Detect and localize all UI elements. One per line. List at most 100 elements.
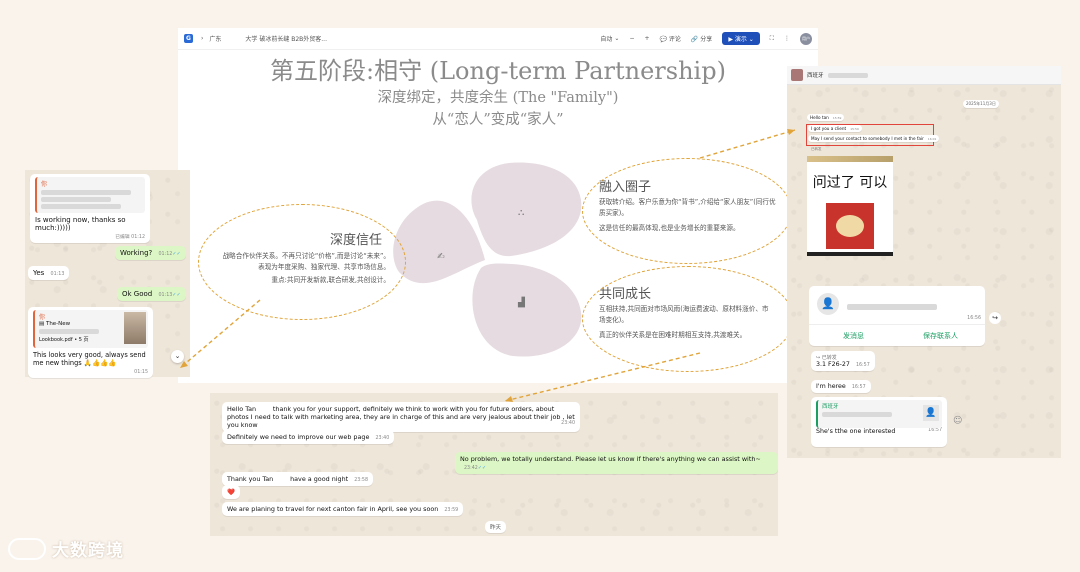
document-title[interactable]: 广东 大学 破冰前长缝 B2B外贸客... — [209, 36, 327, 43]
sidebar-toggle-icon[interactable]: › — [201, 35, 204, 42]
date-divider: 2025年11月3日 — [963, 100, 999, 108]
image-strip — [807, 156, 893, 162]
date-divider: 昨天 — [485, 521, 507, 533]
contact-name[interactable]: 西班牙 — [807, 73, 824, 79]
quoted-message: 你 — [35, 177, 145, 213]
share-button[interactable]: 🔗 分享 — [690, 36, 713, 43]
chat-screenshot-bottom: Hello Tan thank you for your support, de… — [210, 393, 778, 536]
message-time: 16:01 — [927, 137, 937, 141]
chat-screenshot-left: 你 Is working now, thanks so much:))))) 已… — [25, 170, 190, 378]
message-time: 23:58 — [354, 478, 369, 483]
message-time: 01:13 — [158, 293, 173, 298]
present-label: 演示 — [734, 36, 747, 43]
message-in: ↪ 已转发 3.1 F26-27 16:57 — [811, 351, 875, 371]
quoted-contact[interactable]: 西班牙 👤 — [816, 400, 942, 428]
message-in: May I send your contact to somebody I me… — [808, 135, 940, 142]
comment-button[interactable]: 💬 评论 — [659, 36, 681, 43]
zoom-in-button[interactable]: + — [644, 35, 650, 42]
fullscreen-icon[interactable]: ⛶ — [769, 34, 774, 42]
message-text: Thank you Tan have a good night — [227, 475, 349, 483]
read-receipt-icon: ✓✓ — [172, 251, 181, 257]
scroll-down-button[interactable]: ⌄ — [171, 350, 184, 363]
message-time: 01:15 — [134, 370, 148, 375]
chat-header: 西班牙 — [787, 66, 1061, 85]
message-out: No problem, we totally understand. Pleas… — [455, 452, 778, 474]
blurred-text — [41, 190, 131, 195]
heart-icon: ❤️ — [227, 488, 235, 496]
avatar[interactable]: 用户 — [800, 32, 812, 45]
blurred-text — [39, 329, 99, 334]
forwarded-label: ↪ 已转发 — [816, 355, 837, 361]
growth-chart-icon: ▟ — [518, 298, 525, 308]
contact-card-divider — [809, 324, 985, 325]
brand-name: 大数跨境 — [52, 541, 124, 561]
message-time: 01:13 — [50, 272, 65, 277]
message-in: We are planing to travel for next canton… — [222, 502, 464, 516]
blurred-text — [41, 204, 121, 209]
more-icon[interactable]: ⋮ — [784, 35, 790, 42]
message-in: Definitely we need to improve our web pa… — [222, 430, 395, 444]
arrow-head — [505, 396, 513, 402]
forward-icon[interactable]: ↪ — [989, 312, 1001, 324]
message-text: May I send your contact to somebody I me… — [811, 136, 924, 141]
message-time: 16:57 — [928, 428, 942, 433]
blurred-text — [847, 304, 937, 310]
present-button[interactable]: ▶ 演示 ⌄ — [722, 32, 760, 45]
blurred-text — [822, 412, 892, 417]
product-photo — [826, 203, 874, 249]
save-contact-button[interactable]: 保存联系人 — [923, 332, 958, 340]
brand-logo-icon — [8, 537, 46, 560]
zoom-select[interactable]: 自动 — [600, 36, 613, 43]
presentation-slide: G › 广东 大学 破冰前长缝 B2B外贸客... 自动 ⌄ − + 💬 评论 … — [178, 28, 818, 383]
contact-card[interactable]: 👤 16:56 发消息 保存联系人 — [809, 286, 985, 346]
highlight-oval-trust — [198, 204, 406, 320]
chevron-down-icon[interactable]: ⌄ — [614, 35, 620, 42]
avatar[interactable] — [791, 69, 803, 81]
contact-avatar-icon: 👤 — [923, 405, 939, 421]
image-message[interactable]: 问过了 可以 — [807, 156, 893, 256]
photo-caption: 问过了 可以 — [812, 175, 888, 191]
message-text: This looks very good, always send me new… — [33, 351, 146, 367]
message-time: 23:59 — [444, 508, 459, 513]
message-in: Hello Tan thank you for your support, de… — [222, 402, 580, 432]
send-message-button[interactable]: 发消息 — [843, 332, 864, 340]
message-in: 西班牙 👤 She's tthe one interested 16:57 — [811, 397, 947, 447]
file-name: The-New — [45, 321, 71, 327]
message-time: 23:42 — [464, 466, 478, 471]
handshake-icon: ✍ — [437, 252, 445, 262]
emoji-reaction-icon[interactable]: ☺ — [953, 416, 963, 426]
file-icon: ▤ — [39, 321, 45, 327]
quote-sender: 你 — [39, 314, 46, 321]
message-text: No problem, we totally understand. Pleas… — [460, 455, 761, 463]
zoom-out-button[interactable]: − — [629, 35, 635, 42]
arrow-growth-to-bottom — [504, 352, 701, 402]
message-in: I'm heree 16:57 — [811, 380, 871, 393]
message-text: Working? — [120, 249, 153, 257]
read-receipt-icon: ✓✓ — [477, 465, 487, 471]
blurred-text — [41, 197, 111, 202]
quote-sender: 你 — [41, 181, 48, 188]
message-time: 23:40 — [375, 436, 390, 441]
message-time: 已编辑 01:12 — [115, 235, 145, 240]
petal-top — [471, 162, 582, 257]
file-pages: • 5 页 — [74, 337, 89, 343]
message-text: She's tthe one interested — [816, 428, 896, 435]
quoted-file[interactable]: 你 ▤ The-New Lookbook.pdf • 5 页 — [33, 310, 148, 348]
image-strip — [807, 252, 893, 256]
message-text: I got you a client — [811, 126, 847, 131]
share-label: 分享 — [700, 36, 713, 43]
message-in: Yes 01:13 — [28, 266, 70, 280]
petal-diagram — [393, 162, 582, 357]
message-text: Ok Good — [122, 290, 153, 298]
message-time: 23:40 — [561, 421, 575, 426]
blurred-text — [827, 72, 868, 78]
quote-sender: 西班牙 — [822, 404, 839, 410]
message-time: 01:12 — [158, 252, 173, 257]
message-text: Hello tan — [810, 115, 829, 120]
app-logo-icon: G — [184, 34, 193, 43]
message-text: 3.1 F26-27 — [816, 361, 850, 368]
message-in: 你 ▤ The-New Lookbook.pdf • 5 页 This look… — [28, 307, 153, 378]
brand-watermark: 大数跨境 — [8, 536, 124, 561]
message-text: Is working now, thanks so much:))))) — [35, 216, 126, 232]
